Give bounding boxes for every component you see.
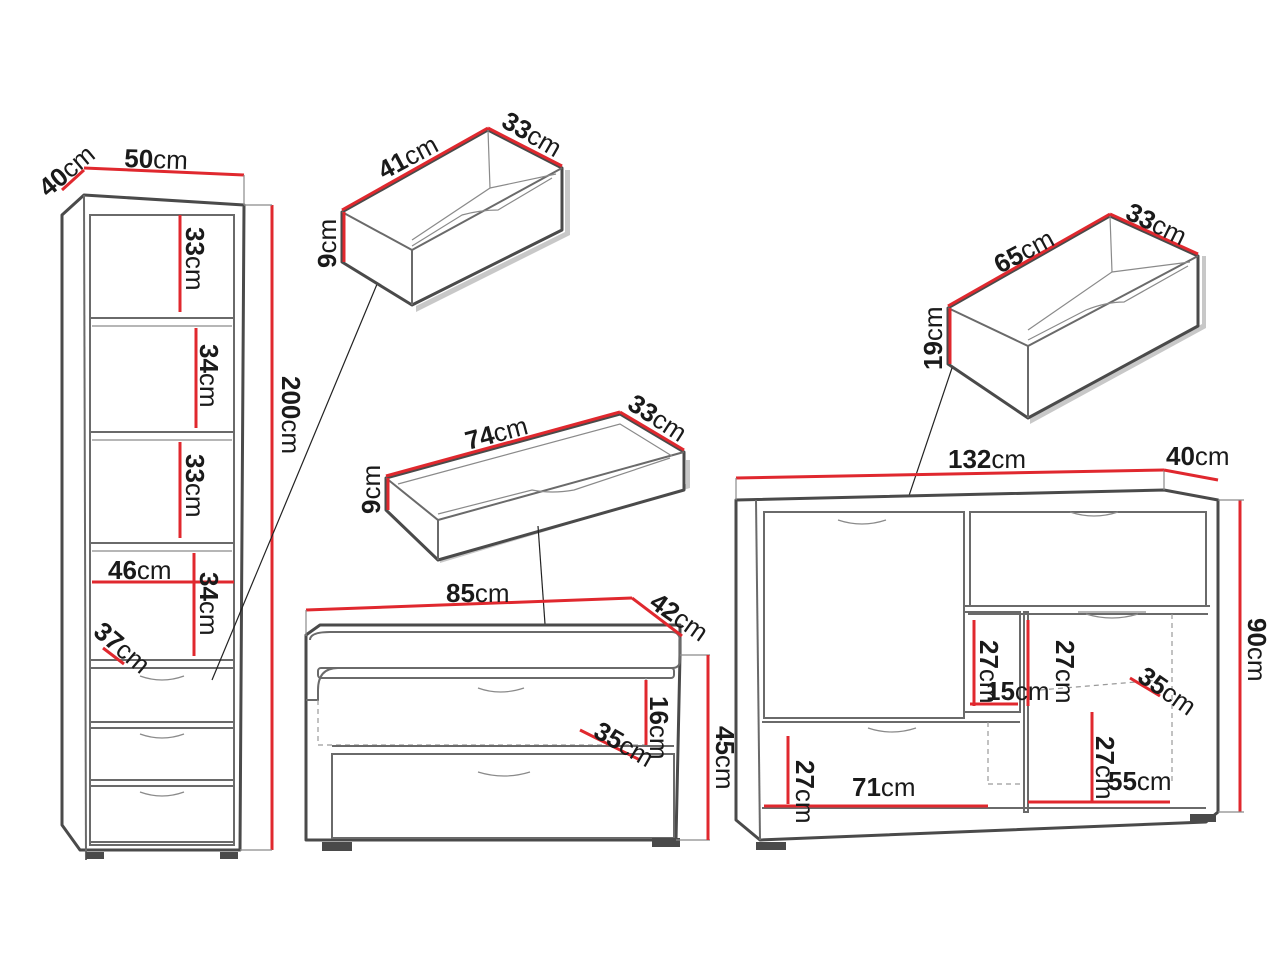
sideboard-width-label: 132cm <box>948 444 1026 474</box>
sideboard-height-label: 90cm <box>1242 618 1272 682</box>
bench-drawer-width-label: 74cm <box>462 410 531 455</box>
sideboard-leg <box>1190 814 1216 822</box>
bookcase-shelf-4-label: 34cm <box>194 572 224 636</box>
large-drawer-depth-line <box>1109 212 1199 256</box>
bookcase-shelves <box>90 317 234 661</box>
sideboard-niche-width-label: 15cm <box>986 676 1050 706</box>
bookcase-leg <box>86 852 104 859</box>
bench-leg <box>652 838 680 847</box>
sideboard-leg <box>756 842 786 850</box>
sideboard-bottom-height-right-label: 27cm <box>1090 736 1120 800</box>
sideboard-width-line <box>735 468 1165 480</box>
bookcase-shelf-3-label: 33cm <box>180 454 210 518</box>
bookcase-width-label: 50cm <box>124 143 189 175</box>
bench-leg <box>322 842 352 851</box>
large-drawer-height-label: 19cm <box>918 306 948 370</box>
bookcase-leg <box>220 852 238 859</box>
sideboard-bottom-height-left-label: 27cm <box>790 760 820 824</box>
bookcase-depth-line <box>60 168 86 192</box>
bookcase-height-label: 200cm <box>276 376 306 454</box>
bench-drawer-depth-line <box>619 410 685 452</box>
bookcase-width-line <box>83 166 245 177</box>
sideboard-depth-label: 40cm <box>1166 441 1230 471</box>
small-drawer: 41cm 33cm 9cm <box>312 105 570 312</box>
bench: 85cm 42cm 45cm 16cm 35cm <box>304 578 740 851</box>
small-drawer-width-line <box>341 126 489 212</box>
sideboard: 132cm 40cm 90cm 27cm 27cm 15cm 35cm 27cm… <box>734 441 1272 850</box>
bench-width-label: 85cm <box>446 578 510 608</box>
bookcase-shelf-2-label: 34cm <box>194 344 224 408</box>
bench-drawer-width-line <box>385 410 621 478</box>
bench-width-line <box>305 596 633 612</box>
bench-cavity-height-label: 16cm <box>644 696 674 760</box>
sideboard-bottom-width-left-label: 71cm <box>852 772 916 802</box>
small-drawer-height-label: 9cm <box>312 219 342 268</box>
bookcase-depth-label: 40cm <box>33 139 101 203</box>
bookcase-drawers <box>89 667 235 843</box>
large-drawer-width-line <box>947 212 1111 308</box>
bench-depth-line <box>631 596 683 638</box>
sideboard-niche-height-left-label: 27cm <box>974 640 1004 704</box>
sideboard-bottom-width-right-label: 55cm <box>1108 766 1172 796</box>
bench-drawer-height-label: 9cm <box>356 465 386 514</box>
bookcase-inner-width-label: 46cm <box>108 555 172 585</box>
small-drawer-depth-line <box>487 126 563 168</box>
bench-cavity-depth-line <box>579 728 641 762</box>
sideboard-niche-height-right-label: 27cm <box>1050 640 1080 704</box>
sideboard-depth-line <box>1163 468 1219 482</box>
bookcase-shelf-1-label: 33cm <box>180 227 210 291</box>
